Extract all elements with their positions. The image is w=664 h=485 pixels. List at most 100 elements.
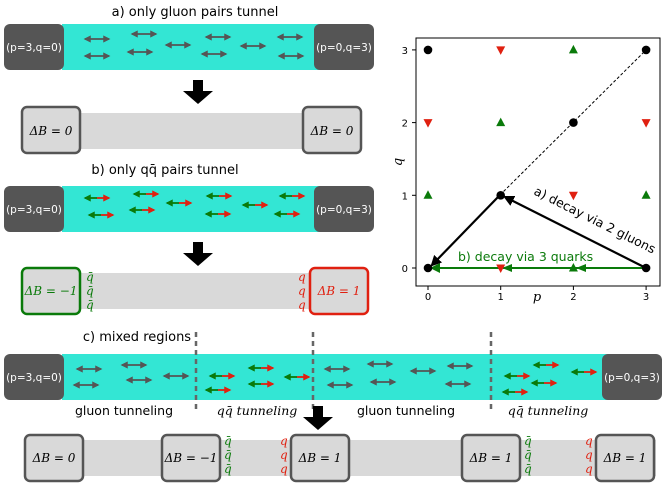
antiquark-label: q̄ bbox=[224, 434, 232, 448]
panel-c-right-cap-label: (p=0,q=3) bbox=[604, 372, 660, 384]
panel-c-box-1-label: ΔB = 0 bbox=[32, 451, 76, 465]
panel-c-boxes bbox=[23, 433, 656, 483]
antibaryon-triangle-up bbox=[641, 190, 651, 199]
x-tick-label: 2 bbox=[570, 292, 576, 303]
antiquark-label: q̄ bbox=[224, 462, 232, 476]
panel-c-box-2 bbox=[160, 433, 222, 483]
down-arrow-c bbox=[303, 406, 333, 430]
panel-b-title: b) only qq̄ pairs tunnel bbox=[91, 163, 238, 178]
panel-a-box-left-label: ΔB = 0 bbox=[29, 124, 73, 138]
antiquark-label: q̄ bbox=[86, 284, 94, 298]
plot-ylabel: q bbox=[391, 158, 406, 166]
quark-label: q bbox=[298, 298, 306, 312]
panel-c-box-5 bbox=[594, 433, 656, 483]
region-label-qqbar-1: qq̄ tunneling bbox=[217, 403, 298, 418]
panel-a-left-cap bbox=[4, 24, 64, 70]
quark-label: q bbox=[280, 434, 288, 448]
plot-frame bbox=[415, 37, 661, 287]
panel-c-box-4 bbox=[460, 433, 522, 483]
panel-c-title: c) mixed regions bbox=[83, 330, 191, 345]
panel-b-box-left-label: ΔB = −1 bbox=[24, 284, 78, 298]
singlet-point bbox=[641, 45, 651, 55]
singlet-point bbox=[423, 45, 433, 55]
panel-a-box-right bbox=[301, 105, 363, 155]
panel-c-box-4-label: ΔB = 1 bbox=[469, 451, 513, 465]
panel-b-tube bbox=[62, 186, 320, 232]
quark-label: q bbox=[585, 448, 593, 462]
panel-c-left-cap-label: (p=3,q=0) bbox=[6, 372, 62, 384]
baryon-triangle-down bbox=[568, 191, 578, 201]
panel-a-right-cap bbox=[314, 24, 374, 70]
plot-xlabel: p bbox=[533, 290, 542, 305]
y-tick-label: 2 bbox=[402, 119, 408, 130]
panel-c-box-2-label: ΔB = −1 bbox=[164, 451, 218, 465]
antiquark-label: q̄ bbox=[524, 448, 532, 462]
panel-c-box-labels: ΔB = 0 ΔB = −1 ΔB = 1 ΔB = 1 ΔB = 1 bbox=[32, 451, 647, 465]
panel-b-box-left bbox=[20, 266, 82, 316]
panel-b-quarks: q q q bbox=[298, 270, 306, 312]
panel-c-left-cap bbox=[4, 354, 64, 400]
antiquark-label: q̄ bbox=[86, 298, 94, 312]
antiquark-label: q̄ bbox=[224, 448, 232, 462]
y-tick-label: 3 bbox=[402, 46, 408, 57]
panel-c-box-3-label: ΔB = 1 bbox=[298, 451, 342, 465]
panel-a-box-left bbox=[20, 105, 82, 155]
panel-c-arrows bbox=[72, 360, 598, 396]
plot-points bbox=[423, 44, 651, 273]
x-tick-label: 0 bbox=[425, 292, 431, 303]
panel-a-left-cap-label: (p=3,q=0) bbox=[6, 42, 62, 54]
antibaryon-triangle-up bbox=[496, 117, 506, 127]
plot-gluon-decay-path bbox=[430, 195, 645, 268]
plot-ticks: 0 1 2 3 0 1 2 3 bbox=[402, 46, 650, 303]
region-dividers bbox=[194, 332, 493, 412]
panel-c-quark-columns: q̄ q̄ q̄ q̄ q̄ q̄ q q q q q q bbox=[224, 434, 593, 476]
plot-quark-decay-path bbox=[430, 263, 646, 273]
panel-c-box-1 bbox=[23, 433, 85, 483]
y-tick-label: 0 bbox=[402, 264, 408, 275]
panel-b-right-cap bbox=[314, 186, 374, 232]
panel-c-box-3 bbox=[289, 433, 351, 483]
panel-b-right-cap-label: (p=0,q=3) bbox=[316, 204, 372, 216]
panel-c-right-cap bbox=[602, 354, 662, 400]
down-arrow-a bbox=[183, 80, 213, 104]
x-tick-label: 3 bbox=[643, 292, 649, 303]
panel-b-left-cap-label: (p=3,q=0) bbox=[6, 204, 62, 216]
baryon-triangle-down bbox=[423, 119, 433, 128]
baryon-triangle-down bbox=[641, 119, 651, 128]
panel-a-right-cap-label: (p=0,q=3) bbox=[316, 42, 372, 54]
singlet-point bbox=[496, 191, 506, 200]
region-label-gluon-1: gluon tunneling bbox=[75, 403, 173, 418]
antibaryon-triangle-up bbox=[568, 44, 578, 54]
antiquark-label: q̄ bbox=[524, 462, 532, 476]
x-tick-label: 1 bbox=[498, 292, 504, 303]
singlet-point bbox=[423, 263, 433, 273]
antiquark-label: q̄ bbox=[86, 270, 94, 284]
quark-label: q bbox=[585, 434, 593, 448]
quark-label: q bbox=[280, 462, 288, 476]
y-tick-label: 1 bbox=[402, 191, 408, 202]
panel-c-box-5-label: ΔB = 1 bbox=[603, 451, 647, 465]
panel-b-antiquarks: q̄ q̄ q̄ bbox=[86, 270, 94, 312]
region-labels: gluon tunneling qq̄ tunneling gluon tunn… bbox=[75, 403, 588, 418]
region-label-qqbar-2: qq̄ tunneling bbox=[508, 403, 589, 418]
quark-label: q bbox=[298, 284, 306, 298]
quark-label: q bbox=[298, 270, 306, 284]
panel-b-box-right-label: ΔB = 1 bbox=[317, 284, 361, 298]
panel-c-tube bbox=[62, 354, 610, 400]
panel-a-tube bbox=[62, 24, 320, 70]
baryon-triangle-down bbox=[496, 264, 506, 273]
region-label-gluon-2: gluon tunneling bbox=[357, 403, 455, 418]
panel-b-left-cap bbox=[4, 186, 64, 232]
panel-a-gluon-arrows bbox=[83, 30, 305, 60]
plot-annotation-quarks: b) decay via 3 quarks bbox=[458, 249, 593, 264]
singlet-point bbox=[569, 118, 578, 127]
panel-b-result-bar bbox=[28, 273, 358, 309]
panel-a-box-right-label: ΔB = 0 bbox=[310, 124, 354, 138]
panel-a-title: a) only gluon pairs tunnel bbox=[112, 5, 279, 20]
singlet-point bbox=[641, 263, 651, 273]
antibaryon-triangle-up bbox=[568, 263, 578, 272]
quark-label: q bbox=[280, 448, 288, 462]
panel-b-box-right bbox=[308, 266, 370, 316]
panel-b-quark-arrows bbox=[83, 190, 306, 219]
